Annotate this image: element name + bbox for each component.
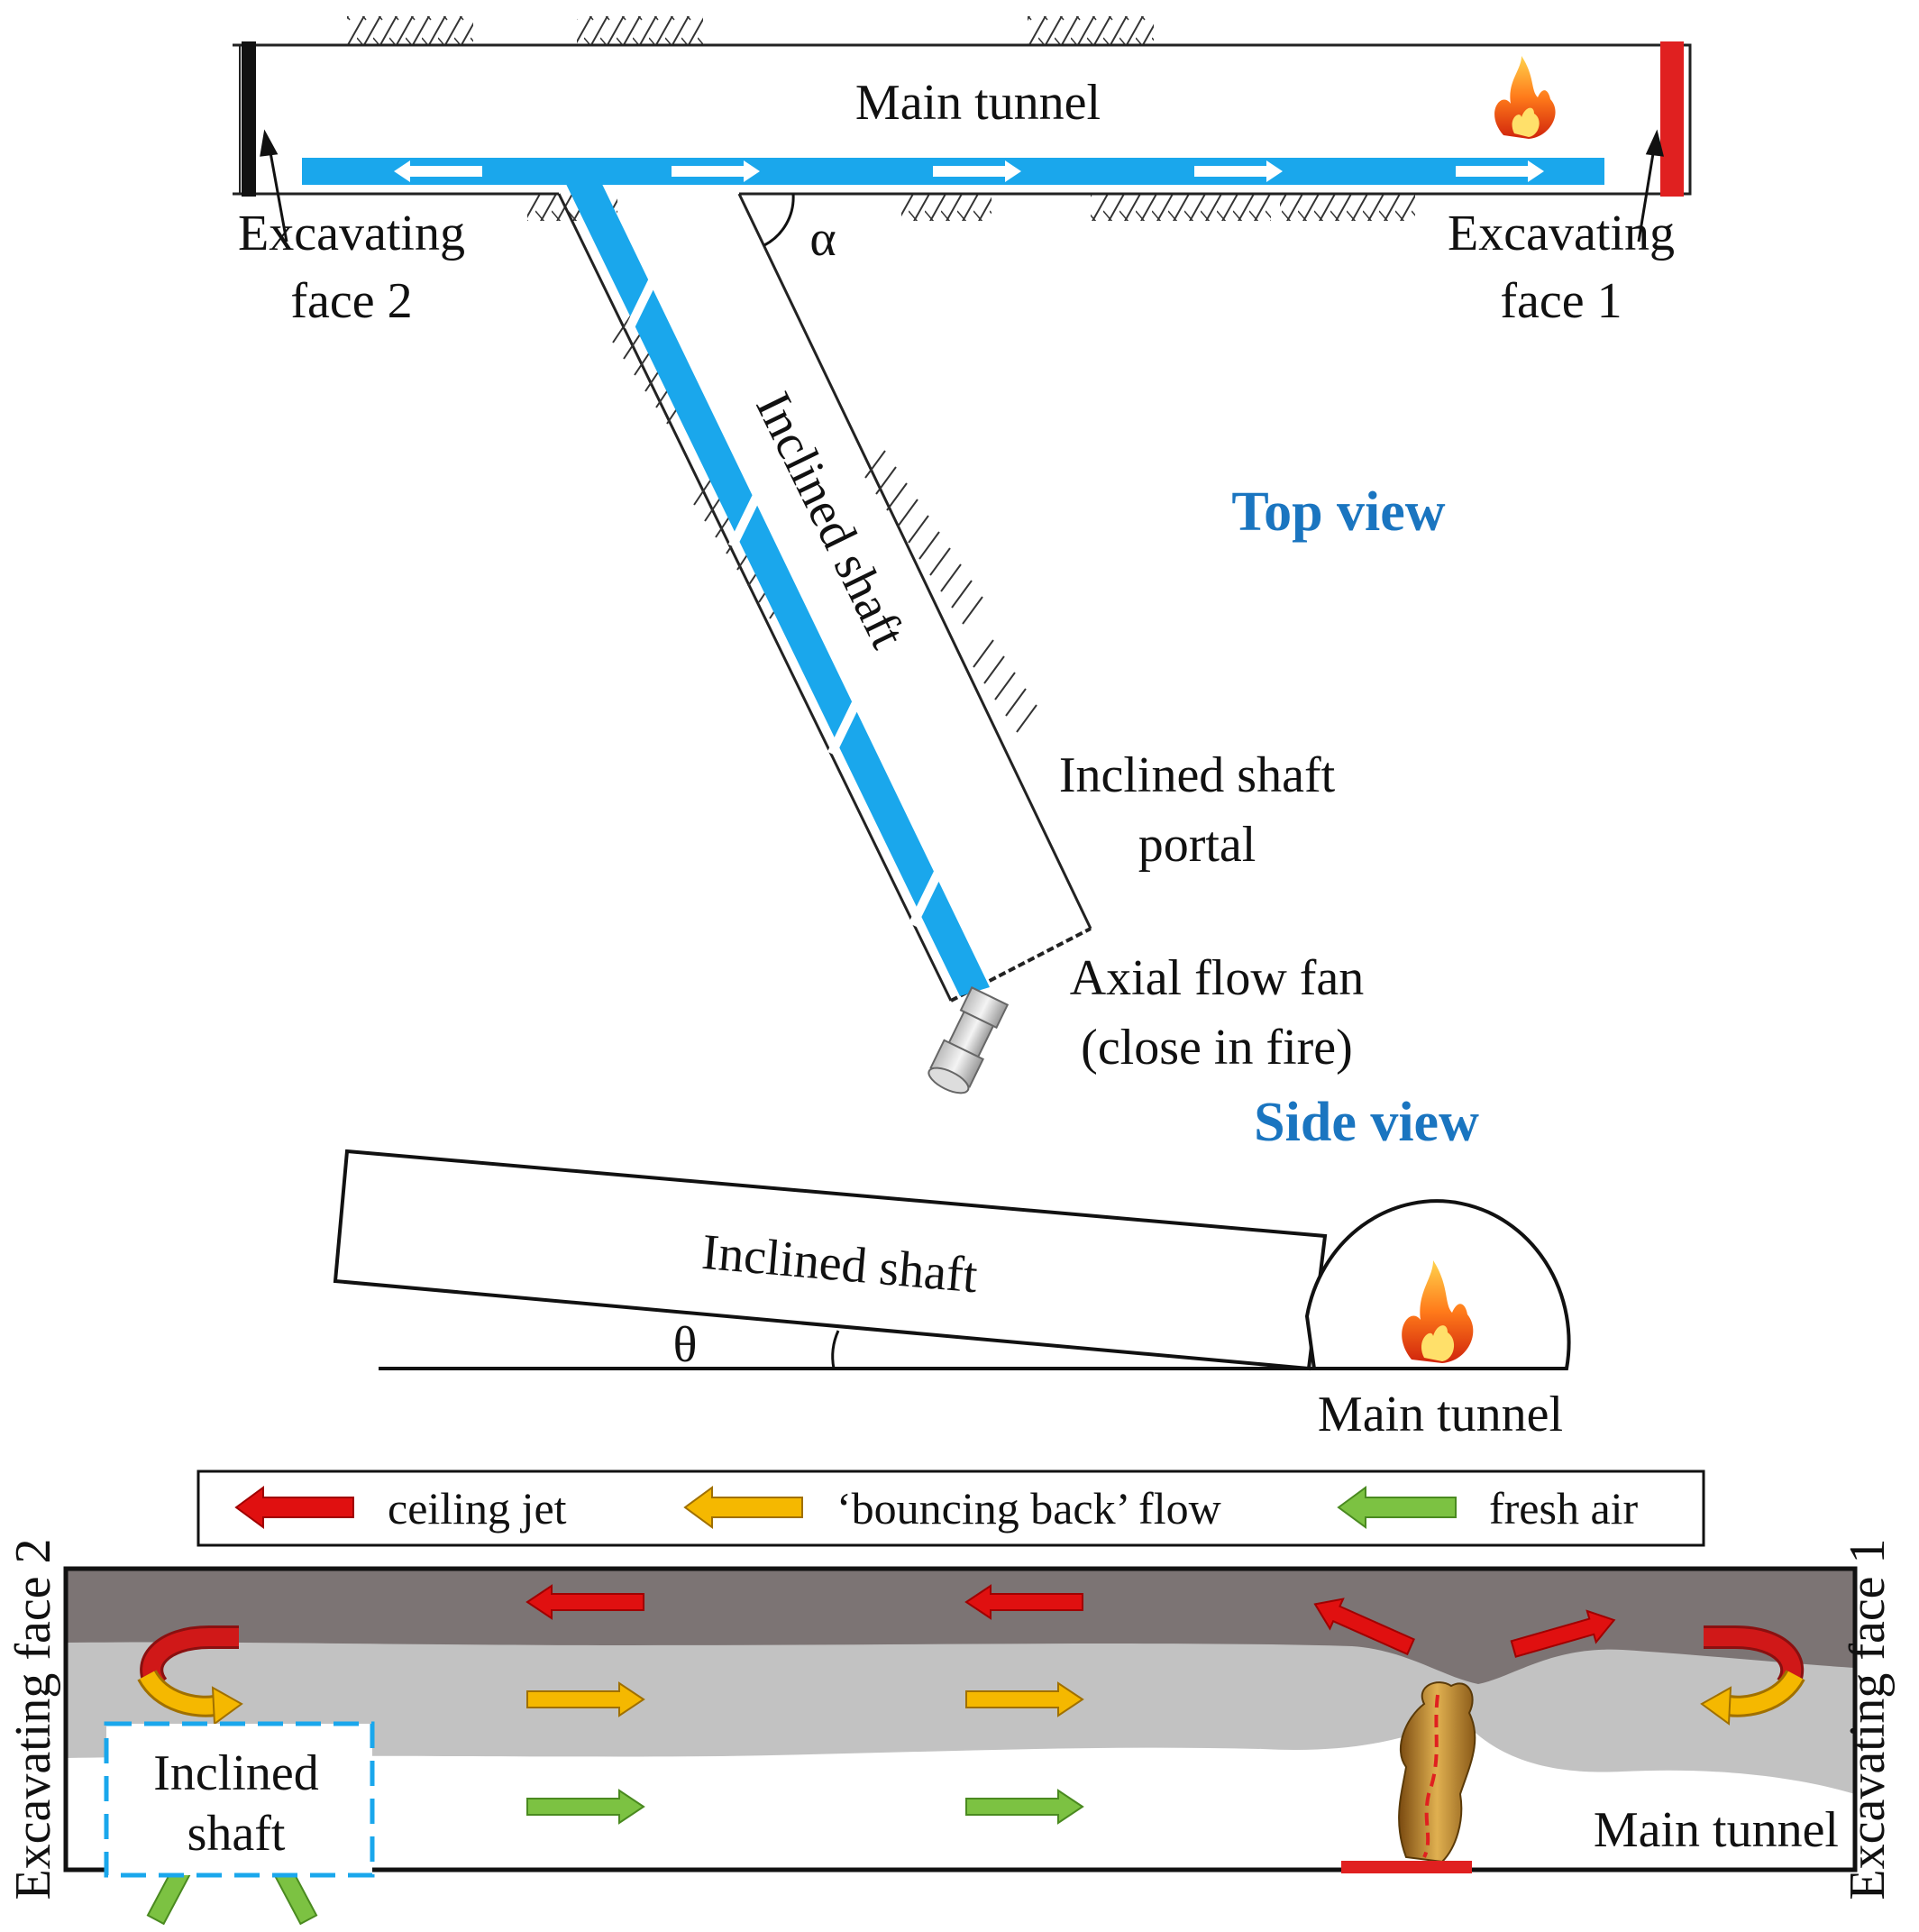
shaft-duct-arrow xyxy=(908,856,949,928)
axial-flow-fan-label: (close in fire) xyxy=(1081,1020,1353,1076)
shaft-duct-arrow xyxy=(827,685,868,756)
pointer-arrows xyxy=(260,129,1664,243)
legend-bouncing-back-arrow xyxy=(683,1486,803,1529)
flow-panel-border xyxy=(63,1566,1858,1872)
inclined-shaft-duct xyxy=(563,179,990,996)
duct-arrow-left xyxy=(394,160,482,182)
inclined-shaft-box-label: shaft xyxy=(187,1806,286,1862)
rock-hatch xyxy=(577,16,703,45)
flow-main-tunnel-label: Main tunnel xyxy=(1594,1802,1839,1858)
top-view-title: Top view xyxy=(1231,481,1445,543)
fire-plume-icon xyxy=(1398,1681,1476,1863)
axial-flow-fan-label: Axial flow fan xyxy=(1070,950,1365,1006)
inclined-shaft-portal-label: portal xyxy=(1138,817,1256,873)
bouncing-back-arrows xyxy=(526,1681,1084,1717)
duct-arrow-right xyxy=(933,160,1021,182)
excavating-face-2-label: face 2 xyxy=(290,273,412,329)
angle-alpha-label: α xyxy=(809,211,836,267)
excavating-face-1-wall xyxy=(1660,41,1684,197)
flow-diagram: Inclined shaft Main tunnel Excavating fa… xyxy=(5,1538,1896,1926)
fire-source xyxy=(1341,1861,1472,1873)
legend: ceiling jet ‘bouncing back’ flow fresh a… xyxy=(196,1470,1705,1547)
legend-ceiling-jet-label: ceiling jet xyxy=(388,1483,567,1534)
main-tunnel-label: Main tunnel xyxy=(855,75,1101,131)
inclined-shaft-wall-right xyxy=(737,193,1092,929)
angle-theta-label: θ xyxy=(673,1317,698,1373)
rock-hatch xyxy=(347,16,473,45)
side-view: Side view Inclined shaft θ Main tunnel xyxy=(333,1092,1571,1442)
main-tunnel-outline xyxy=(233,43,1692,196)
angle-theta-arc xyxy=(831,1330,840,1369)
excavating-face-2-wall xyxy=(242,41,256,197)
legend-fresh-air-label: fresh air xyxy=(1489,1483,1639,1534)
bouncing-back-arrow xyxy=(965,1681,1084,1717)
bouncing-back-arrow xyxy=(526,1681,645,1717)
legend-fresh-air-arrow xyxy=(1337,1486,1457,1529)
top-view: Main tunnel Excavating face 2 Excavating… xyxy=(233,16,1692,1094)
fire-icon xyxy=(1494,56,1556,139)
legend-ceiling-jet-arrow xyxy=(234,1486,354,1529)
excavating-face-1-label: face 1 xyxy=(1500,273,1622,329)
ceiling-jet-arrow xyxy=(1510,1609,1616,1658)
inclined-shaft-box-label: Inclined xyxy=(153,1745,318,1801)
corner-flow-right xyxy=(1700,1625,1805,1726)
shaft-duct-arrow xyxy=(624,261,665,333)
duct-flow-arrows xyxy=(394,160,1544,928)
ceiling-jet-arrows xyxy=(525,1584,1616,1658)
axial-flow-fan-icon xyxy=(928,986,1010,1094)
fire-icon xyxy=(1402,1260,1474,1363)
fresh-air-arrow xyxy=(526,1789,645,1825)
inclined-shaft-box xyxy=(104,1721,375,1878)
side-view-title: Side view xyxy=(1254,1092,1479,1153)
excavating-face-2-label: Excavating xyxy=(238,206,465,261)
ceiling-jet-arrow xyxy=(525,1584,644,1620)
duct-arrow-right xyxy=(1194,160,1283,182)
fresh-air-arrow xyxy=(965,1789,1084,1825)
ceiling-jet-arrow xyxy=(1313,1598,1415,1656)
flow-excavating-face-1-label: Excavating face 1 xyxy=(1840,1538,1896,1900)
ceiling-jet-arrow xyxy=(964,1584,1083,1620)
rock-hatch xyxy=(1091,194,1271,221)
angle-alpha-arc xyxy=(763,193,795,247)
excavating-face-1-label: Excavating xyxy=(1448,206,1675,261)
duct-arrow-right xyxy=(1456,160,1544,182)
inclined-shaft-portal-label: Inclined shaft xyxy=(1059,747,1336,803)
rock-hatch xyxy=(1028,16,1154,45)
shaft-duct-arrow xyxy=(727,478,769,549)
rock-hatch xyxy=(901,194,991,221)
corner-flow-left xyxy=(137,1625,243,1726)
duct-arrow-right xyxy=(672,160,760,182)
rock-hatch xyxy=(1280,194,1415,221)
inclined-shaft-wall-left xyxy=(557,193,953,1002)
side-main-tunnel-label: Main tunnel xyxy=(1318,1387,1563,1442)
legend-bouncing-back-label: ‘bouncing back’ flow xyxy=(836,1483,1221,1534)
flow-excavating-face-2-label: Excavating face 2 xyxy=(5,1538,61,1900)
